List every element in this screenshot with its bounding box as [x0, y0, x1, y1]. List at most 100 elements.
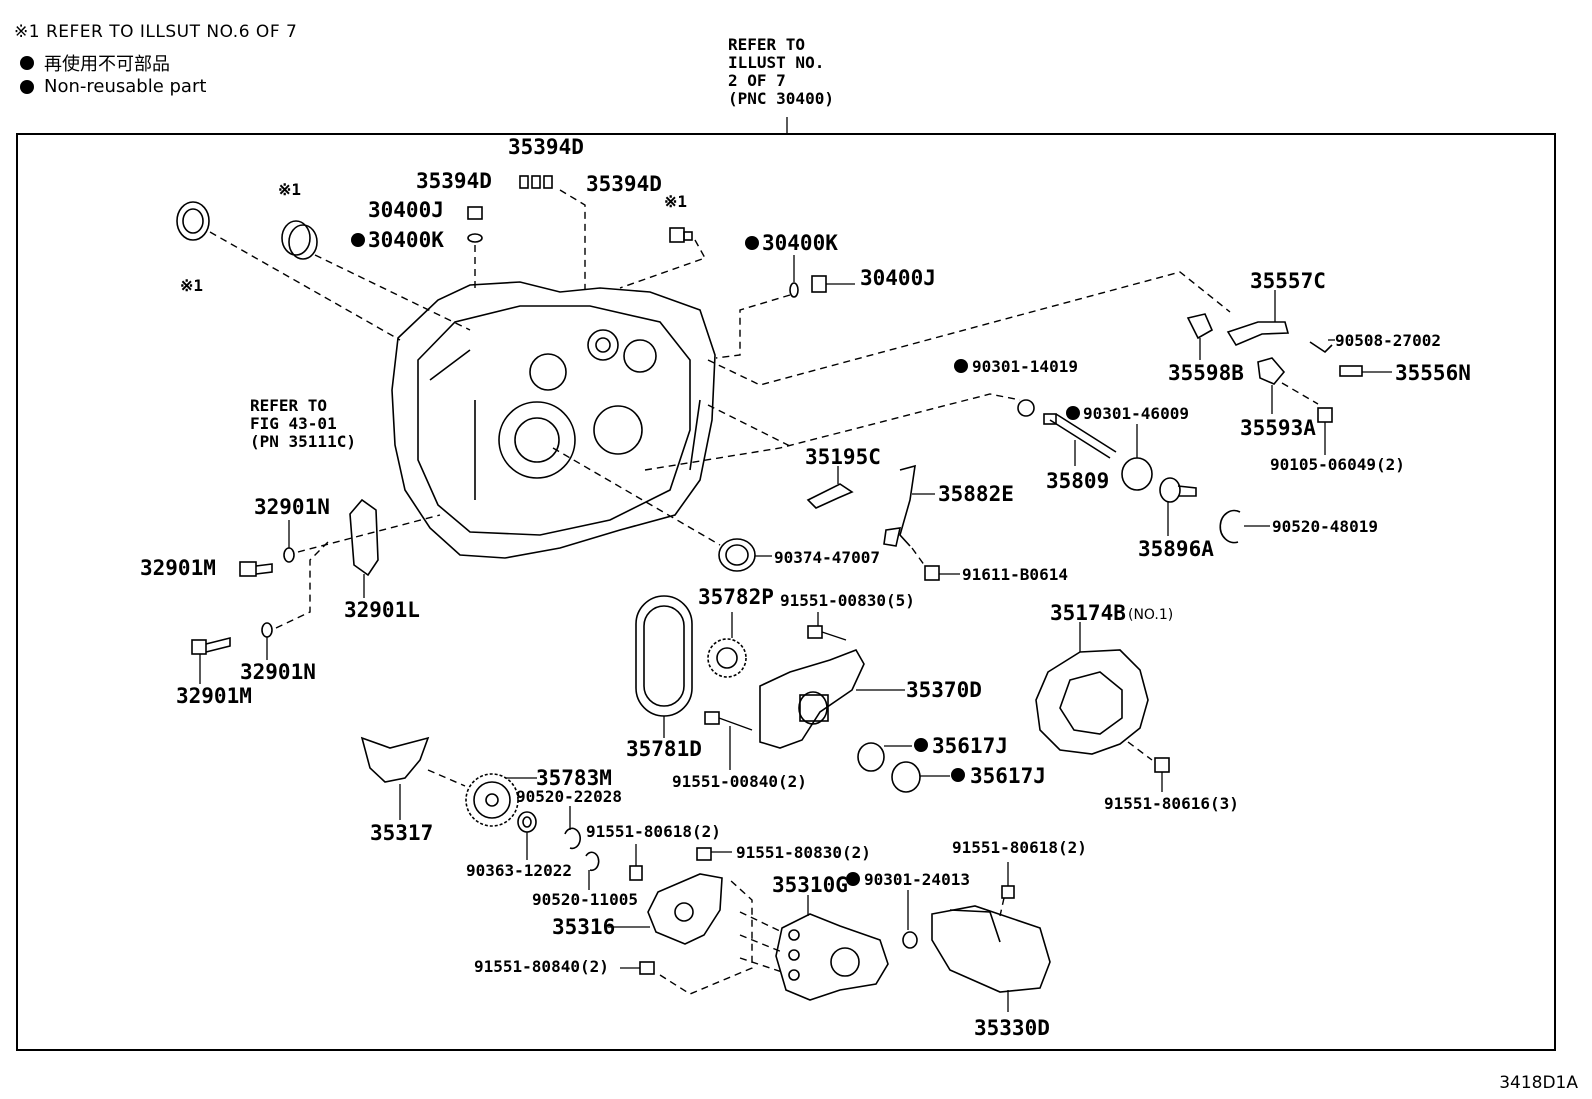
part-label: 35617J — [932, 734, 1008, 758]
diagram-frame — [16, 133, 1556, 1051]
part-label: 30400K — [762, 231, 838, 255]
o-ring-large-icon — [1121, 457, 1153, 491]
bracket-clip-icon — [806, 483, 854, 509]
o-ring-icon — [891, 761, 921, 793]
part-label: 35598B — [1168, 361, 1244, 385]
reference-note: ※1 REFER TO ILLSUT NO.6 OF 7 — [14, 22, 298, 42]
bolt-icon — [1317, 407, 1333, 423]
part-label: 35882E — [938, 482, 1014, 506]
bolt-icon — [807, 625, 847, 641]
part-label: 90301-24013 — [864, 870, 970, 889]
part-label: 90520-22028 — [516, 787, 622, 806]
part-label: 35174B — [1050, 601, 1126, 625]
long-bolt-icon — [704, 711, 753, 731]
speed-sensor-bracket-icon — [349, 498, 379, 577]
non-reusable-dot-icon — [351, 233, 365, 247]
part-label: 35394D — [416, 169, 492, 193]
ref-mark: ※1 — [278, 180, 301, 199]
o-ring-icon — [467, 233, 483, 243]
oil-seal-icon — [718, 538, 756, 572]
ref-mark: ※1 — [180, 276, 203, 295]
shim-set-icon — [519, 175, 553, 189]
part-label: 90301-46009 — [1083, 404, 1189, 423]
o-ring-icon — [261, 622, 273, 638]
part-label: 32901M — [176, 684, 252, 708]
bolt-icon — [924, 565, 960, 581]
part-label: 90105-06049(2) — [1270, 455, 1405, 474]
part-label: 91551-80616(3) — [1104, 794, 1239, 813]
plug-icon — [811, 275, 855, 293]
pump-cover-plate-icon — [647, 873, 723, 945]
legend-en-text: Non-reusable part — [44, 76, 207, 97]
non-reusable-dot-icon — [1066, 406, 1080, 420]
part-label: 35617J — [970, 764, 1046, 788]
part-label: 90520-48019 — [1272, 517, 1378, 536]
ref-mark: ※1 — [664, 192, 687, 211]
spring-clip-icon — [1186, 313, 1214, 340]
bearing-icon — [517, 811, 537, 833]
o-ring-icon — [902, 931, 918, 949]
part-label: 35316 — [552, 915, 615, 939]
legend-jp: 再使用不可部品 — [20, 50, 170, 76]
shift-lever-bracket-icon — [1226, 321, 1290, 347]
part-label: 35593A — [1240, 416, 1316, 440]
shift-rod-icon — [883, 464, 916, 547]
legend-jp-text: 再使用不可部品 — [44, 54, 170, 75]
o-ring-icon — [857, 742, 885, 772]
figure-code: 3418D1A — [1499, 1073, 1578, 1093]
sprocket-icon — [707, 638, 747, 678]
non-reusable-dot-icon — [20, 79, 34, 94]
shift-arm-icon — [1257, 357, 1286, 385]
transaxle-housing-icon — [391, 281, 716, 559]
part-label: 35782P — [698, 585, 774, 609]
part-label: 30400J — [368, 198, 444, 222]
part-label: 35310G — [772, 873, 848, 897]
refer-illust-note: REFER TO ILLUST NO. 2 OF 7 (PNC 30400) — [728, 35, 834, 108]
bolt-icon — [620, 961, 655, 975]
part-label: 90301-14019 — [972, 357, 1078, 376]
legend-en: Non-reusable part — [20, 76, 206, 97]
o-ring-icon — [1017, 399, 1035, 417]
bolt-icon — [1001, 885, 1015, 899]
pump-body-bracket-icon — [759, 649, 865, 749]
part-qualifier: (NO.1) — [1128, 607, 1173, 623]
part-label: 35394D — [586, 172, 662, 196]
bearing-race-icon — [281, 220, 318, 260]
part-label: 35317 — [370, 821, 433, 845]
snap-ring-icon — [585, 851, 600, 872]
oil-pump-icon — [775, 913, 889, 1001]
part-label: 91551-80618(2) — [952, 838, 1087, 857]
part-label: 30400K — [368, 228, 444, 252]
non-reusable-dot-icon — [745, 236, 759, 250]
bolt-icon — [191, 636, 231, 655]
part-label: 32901N — [240, 660, 316, 684]
snap-ring-icon — [1219, 509, 1241, 544]
part-label: 90520-11005 — [532, 890, 638, 909]
part-label: 35556N — [1395, 361, 1471, 385]
bolt-icon — [1154, 757, 1170, 773]
part-label: 91551-00830(5) — [780, 591, 915, 610]
non-reusable-dot-icon — [951, 768, 965, 782]
part-label: 35557C — [1250, 269, 1326, 293]
part-label: 90374-47007 — [774, 548, 880, 567]
oil-seal-left-icon — [176, 201, 210, 241]
part-label: 90363-12022 — [466, 861, 572, 880]
refer-fig-note: REFER TO FIG 43-01 (PN 35111C) — [250, 396, 356, 451]
part-label: 35781D — [626, 737, 702, 761]
part-label: 35394D — [508, 135, 584, 159]
part-label: 91551-80830(2) — [736, 843, 871, 862]
part-label: 91551-00840(2) — [672, 772, 807, 791]
non-reusable-dot-icon — [20, 56, 34, 70]
shift-shaft-icon — [1159, 477, 1197, 503]
spring-icon — [1309, 341, 1333, 354]
non-reusable-dot-icon — [914, 738, 928, 752]
sprocket-cover-icon — [360, 736, 430, 783]
part-label: 35896A — [1138, 537, 1214, 561]
part-label: 32901N — [254, 495, 330, 519]
oil-deflector-cover-icon — [1035, 649, 1149, 755]
part-label: 35809 — [1046, 469, 1109, 493]
drive-chain-icon — [635, 595, 693, 717]
part-label: 35370D — [906, 678, 982, 702]
part-label: 91551-80840(2) — [474, 957, 609, 976]
